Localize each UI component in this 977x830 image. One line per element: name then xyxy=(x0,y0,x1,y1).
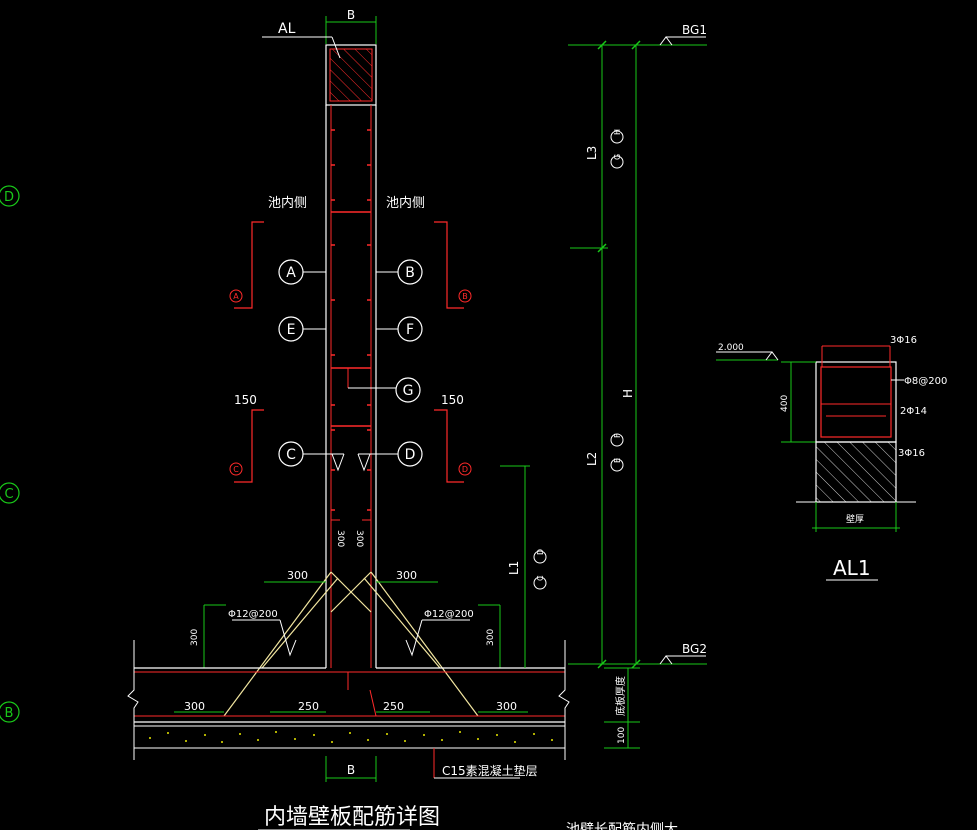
bottom-note-cut: 池壁长配筋内侧大 xyxy=(566,821,678,830)
slab-break-right xyxy=(558,640,570,760)
haunch-rebar-left-label: Φ12@200 xyxy=(228,609,278,620)
wall-section: B AL xyxy=(127,8,678,830)
bubble-b: B xyxy=(376,259,423,285)
dim-300-h-left: 300 xyxy=(287,569,308,582)
al1-section: 2.000 400 壁厚 3Φ16 Φ8@200 2Φ14 3Φ16 AL1 xyxy=(716,335,947,581)
bubble-g: G xyxy=(395,377,421,403)
slab-break-left xyxy=(127,640,139,760)
al1-middle-bars: 2Φ14 xyxy=(900,406,927,417)
bubble-d: D xyxy=(357,441,423,472)
elevation-bg1-label: BG1 xyxy=(682,23,707,37)
bubble-f-label: F xyxy=(406,322,414,338)
dim-300-h-right: 300 xyxy=(396,569,417,582)
grid-axis-d: D xyxy=(0,185,20,207)
grid-axis-c: C xyxy=(0,482,20,504)
bubble-c: C xyxy=(278,441,345,472)
bubble-a: A xyxy=(278,259,326,285)
dim-300-bottom-right: 300 xyxy=(496,700,517,713)
grid-axis-c-label: C xyxy=(4,487,13,502)
range-mark-b-circle xyxy=(458,289,472,303)
al1-title: AL1 xyxy=(833,556,871,580)
bubble-a-label: A xyxy=(286,265,296,281)
concrete-base-layer xyxy=(133,725,566,749)
haunch-diagonals xyxy=(223,571,479,717)
concrete-dots xyxy=(149,731,553,743)
beam-al-outline xyxy=(325,44,377,106)
beam-al-label: AL xyxy=(278,21,296,37)
elevation-l2-label: L2 xyxy=(585,452,599,466)
beam-al-hatch xyxy=(329,48,373,102)
al1-stirrups: Φ8@200 xyxy=(904,376,947,387)
grid-axis-d-circle xyxy=(0,185,20,207)
bubble-e: E xyxy=(278,316,326,342)
range-mark-b-label: B xyxy=(462,292,468,301)
al1-height-dim: 400 xyxy=(780,395,790,412)
bubble-e-label: E xyxy=(287,322,296,338)
grid-axis-b-label: B xyxy=(5,706,14,721)
bubble-b-label: B xyxy=(405,265,415,281)
haunch-rebar-right-label: Φ12@200 xyxy=(424,609,474,620)
range-mark-c-label: C xyxy=(233,465,239,474)
elevation-l3-mark-h: H xyxy=(613,129,622,135)
range-mark-c-circle xyxy=(229,462,243,476)
inner-side-label-right: 池内侧 xyxy=(386,195,425,211)
bubble-d-label: D xyxy=(405,447,416,463)
grid-axis-b-circle xyxy=(0,701,20,723)
al1-wall-label: 壁厚 xyxy=(846,513,864,525)
inner-side-label-left: 池内侧 xyxy=(268,195,307,211)
wall-elevation: BG1 BG2 L3 G H L2 E F H xyxy=(568,23,707,669)
slab-thickness-label: 底板厚度 xyxy=(614,676,627,716)
range-mark-a-label: A xyxy=(233,292,239,301)
elevation-l2-mark-e: E xyxy=(613,458,622,463)
dim-300-vertical-right: 300 xyxy=(354,530,364,547)
elevation-l2-mark-f: F xyxy=(613,433,622,438)
top-width-label: B xyxy=(347,8,355,22)
bubble-c-label: C xyxy=(286,447,296,463)
al1-stirrup xyxy=(820,366,892,438)
dim-haunch-left-vertical: 300 xyxy=(190,629,200,646)
grid-axis-c-circle xyxy=(0,482,20,504)
wall-hbars xyxy=(331,211,371,427)
al1-beam-outline xyxy=(815,361,897,443)
grid-axis-b: B xyxy=(0,701,20,723)
drawing-title: 内墙壁板配筋详图 xyxy=(264,805,440,830)
dim-haunch-right-vertical: 300 xyxy=(486,629,496,646)
elevation-h-label: H xyxy=(621,389,635,398)
elevation-bg2-label: BG2 xyxy=(682,642,707,656)
range-mark-d-circle xyxy=(458,462,472,476)
base-layer-label: C15素混凝土垫层 xyxy=(442,763,538,778)
elevation-l3-label: L3 xyxy=(585,146,599,160)
al1-wall xyxy=(815,441,897,503)
al1-bottom-bars: 3Φ16 xyxy=(898,448,925,459)
dim-150-right: 150 xyxy=(441,393,464,407)
l1-mark-d: D xyxy=(536,549,545,555)
bubble-g-label: G xyxy=(403,383,414,399)
l1-mark-c: C xyxy=(536,575,545,581)
dim-300-vertical-left: 300 xyxy=(335,530,345,547)
range-mark-a-circle xyxy=(229,289,243,303)
al1-top-bars: 3Φ16 xyxy=(890,335,917,346)
bubble-f: F xyxy=(376,316,423,342)
l1-label: L1 xyxy=(507,561,521,575)
dim-250-right: 250 xyxy=(383,700,404,713)
dim-300-bottom-left: 300 xyxy=(184,700,205,713)
dim-150-left: 150 xyxy=(234,393,257,407)
dim-250-left: 250 xyxy=(298,700,319,713)
range-mark-d-label: D xyxy=(462,465,468,474)
grid-axis-d-label: D xyxy=(4,190,14,205)
wall-rebar-ticks xyxy=(331,129,371,511)
bottom-width-label: B xyxy=(347,763,355,777)
base-thickness-label: 100 xyxy=(617,727,627,744)
al1-elevation-label: 2.000 xyxy=(718,343,744,353)
elevation-l3-mark-g: G xyxy=(613,154,622,160)
rebar-range-brackets xyxy=(234,221,464,483)
